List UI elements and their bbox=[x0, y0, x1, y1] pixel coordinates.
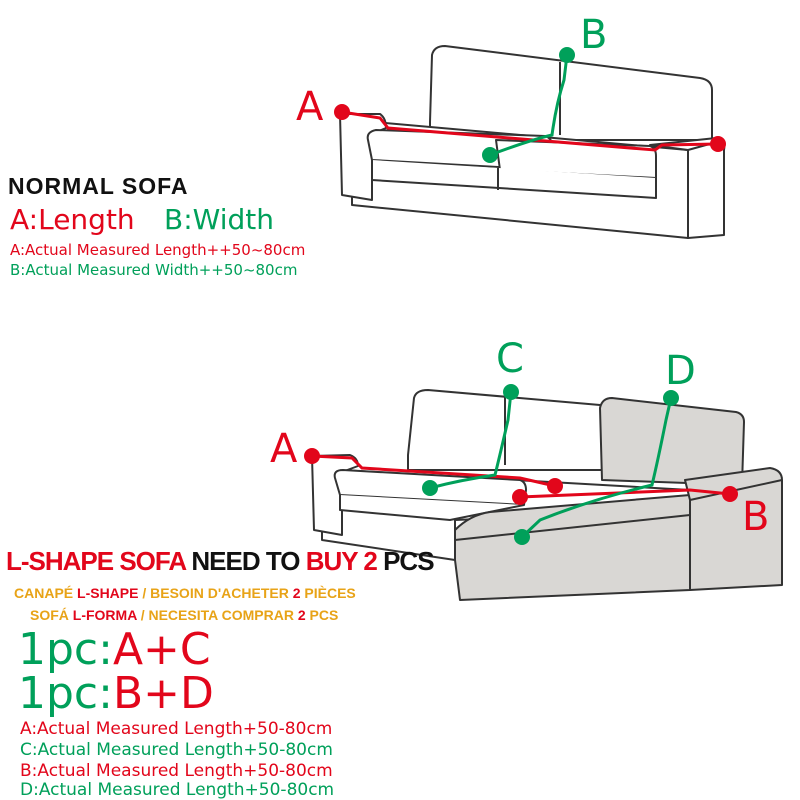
fr-part5: PIÈCES bbox=[304, 585, 356, 601]
marker-b-end-dot bbox=[482, 147, 498, 163]
marker-c-end-dot bbox=[422, 480, 438, 496]
combo-2: 1pc:B+D bbox=[18, 668, 214, 719]
normal-dim-width: B:Width bbox=[164, 203, 274, 236]
combo-2-value: B+D bbox=[112, 668, 214, 719]
marker-a-end-dot bbox=[710, 136, 726, 152]
marker-c-label: C bbox=[496, 336, 524, 382]
es-part1: SOFÁ bbox=[30, 607, 69, 623]
lshape-note-d: D:Actual Measured Length+50-80cm bbox=[20, 780, 335, 800]
normal-sofa-illustration bbox=[339, 45, 726, 239]
marker-b-dot bbox=[559, 47, 575, 63]
lshape-sofa-illustration bbox=[311, 389, 783, 601]
normal-note-a: A:Actual Measured Length++50~80cm bbox=[10, 241, 306, 259]
fr-part4: 2 bbox=[292, 585, 301, 601]
headline-part3: BUY 2 bbox=[305, 546, 378, 576]
lshape-french-line: CANAPÉ L-SHAPE / BESOIN D'ACHETER 2 PIÈC… bbox=[14, 585, 356, 601]
marker-b2-start-dot bbox=[512, 489, 528, 505]
marker-b2-dot bbox=[722, 486, 738, 502]
fr-part3: / BESOIN D'ACHETER bbox=[142, 585, 289, 601]
normal-sofa-measure-lines bbox=[341, 54, 719, 157]
headline-part1: L-SHAPE SOFA bbox=[6, 546, 186, 576]
headline-part2: NEED TO bbox=[191, 546, 300, 576]
headline-part4: PCS bbox=[383, 546, 434, 576]
combo-1-value: A+C bbox=[112, 624, 211, 675]
combo-2-prefix: 1pc: bbox=[18, 668, 113, 719]
lshape-headline: L-SHAPE SOFA NEED TO BUY 2 PCS bbox=[6, 546, 435, 577]
lshape-sofa-measure-lines bbox=[311, 391, 731, 539]
normal-dim-length: A:Length bbox=[10, 203, 135, 236]
lshape-note-c: C:Actual Measured Length+50-80cm bbox=[20, 740, 333, 760]
marker-a2-label: A bbox=[270, 426, 298, 472]
fr-part2: L-SHAPE bbox=[77, 585, 139, 601]
normal-sofa-title: NORMAL SOFA bbox=[8, 173, 189, 199]
es-part3: / NECESITA COMPRAR bbox=[140, 607, 294, 623]
combo-1-prefix: 1pc: bbox=[18, 624, 113, 675]
marker-d-label: D bbox=[665, 348, 696, 394]
lshape-spanish-line: SOFÁ L-FORMA / NECESITA COMPRAR 2 PCS bbox=[30, 607, 338, 623]
marker-d-end-dot bbox=[514, 529, 530, 545]
lshape-note-b: B:Actual Measured Length+50-80cm bbox=[20, 761, 333, 781]
marker-b-label: B bbox=[580, 12, 608, 58]
combo-1: 1pc:A+C bbox=[18, 624, 211, 675]
marker-d-dot bbox=[663, 390, 679, 406]
marker-a2-dot bbox=[304, 448, 320, 464]
es-part5: PCS bbox=[309, 607, 339, 623]
lshape-note-a: A:Actual Measured Length+50-80cm bbox=[20, 719, 333, 739]
marker-a-dot bbox=[334, 104, 350, 120]
fr-part1: CANAPÉ bbox=[14, 585, 74, 601]
marker-b2-label: B bbox=[742, 494, 770, 540]
es-part4: 2 bbox=[297, 607, 306, 623]
normal-note-b: B:Actual Measured Width++50~80cm bbox=[10, 261, 298, 279]
marker-a-label: A bbox=[296, 84, 324, 130]
marker-c-dot bbox=[503, 384, 519, 400]
es-part2: L-FORMA bbox=[72, 607, 137, 623]
marker-a2-end-dot bbox=[547, 478, 563, 494]
